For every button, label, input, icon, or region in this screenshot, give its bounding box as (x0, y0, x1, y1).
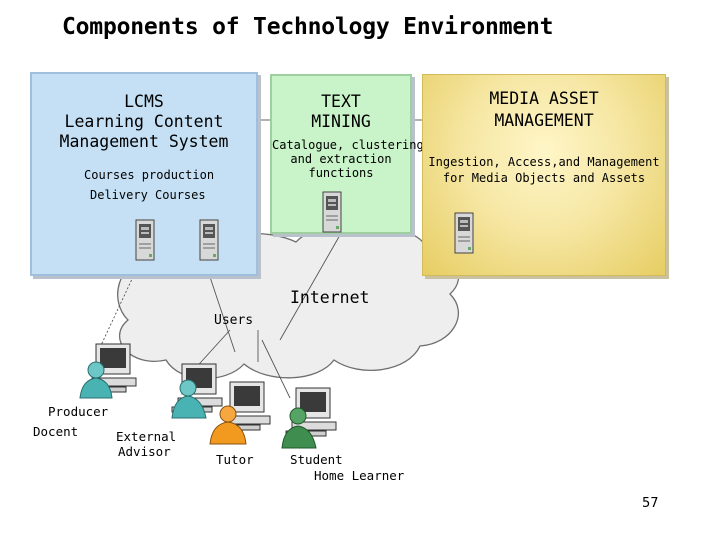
lcms-title-line3: Management System (59, 132, 229, 151)
text-mining-desc-line1: Catalogue, clustering (272, 138, 424, 152)
role-external-line2: Advisor (118, 444, 171, 459)
role-student-line2: Home Learner (314, 468, 405, 483)
internet-label: Internet (290, 288, 370, 307)
users-label: Users (214, 313, 254, 328)
role-student-line1: Student (290, 452, 343, 467)
text-mining-desc-line3: functions (308, 166, 374, 180)
role-docent: Docent (33, 424, 79, 439)
workstation-icon-external-advisor (171, 363, 223, 419)
slide-title: Components of Technology Environment (62, 14, 554, 40)
workstation-icon-student (281, 387, 337, 449)
connector-lines (95, 119, 422, 399)
role-tutor: Tutor (216, 452, 254, 467)
page-number: 57 (642, 496, 659, 511)
lcms-title-line2: Learning Content (64, 112, 224, 131)
text-mining-title-line2: MINING (311, 112, 371, 131)
workstation-icon-tutor (209, 381, 271, 445)
role-external-line1: External (116, 429, 177, 444)
media-title-line2: MANAGEMENT (494, 111, 594, 130)
workstation-icon-producer (79, 343, 137, 399)
text-mining-desc-line2: and extraction (290, 152, 392, 166)
role-producer: Producer (48, 404, 109, 419)
lcms-item-delivery-courses: Delivery Courses (90, 188, 206, 202)
media-desc-line1: Ingestion, Access,and Management (428, 155, 660, 169)
lcms-title-line1: LCMS (124, 92, 164, 111)
media-title-line1: MEDIA ASSET (489, 89, 599, 108)
media-desc-line2: for Media Objects and Assets (442, 171, 646, 185)
text-mining-title-line1: TEXT (321, 92, 361, 111)
lcms-item-courses-production: Courses production (84, 168, 215, 182)
